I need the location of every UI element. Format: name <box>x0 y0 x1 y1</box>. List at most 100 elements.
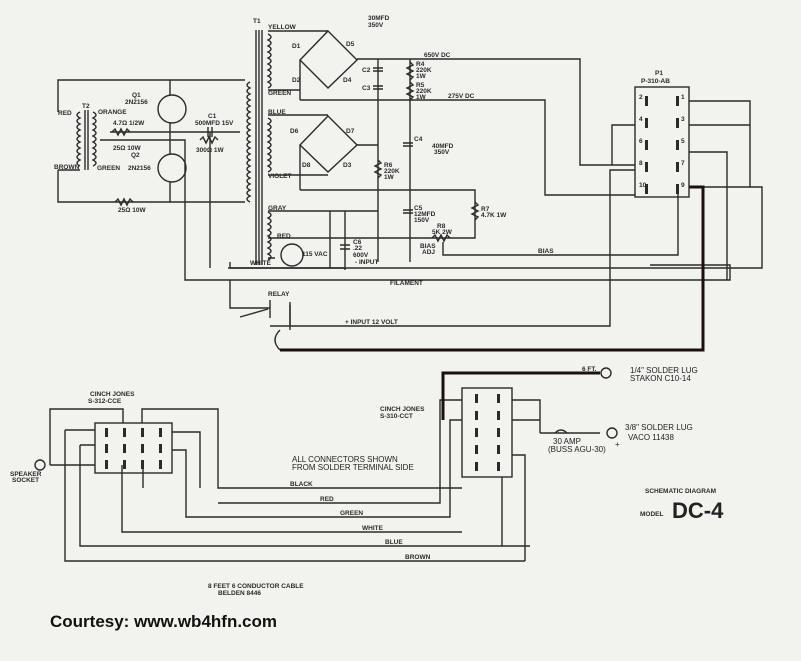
bridge-rectifiers: D1 D2 D4 D5 D6 D7 D8 D3 <box>268 30 359 190</box>
connector-pin <box>105 460 108 469</box>
d2-label: D2 <box>292 77 301 84</box>
speaker-socket-label: SOCKET <box>12 477 39 484</box>
lead-blue: BLUE <box>268 109 286 116</box>
r6-watts: 1W <box>384 174 395 181</box>
lug2-label: 3/8" SOLDER LUG <box>625 423 693 432</box>
connector-pin <box>497 411 500 420</box>
vac-label: 115 VAC <box>302 251 328 258</box>
r4-watts: 1W <box>416 73 427 80</box>
connector-pin <box>159 460 162 469</box>
right-conn-label: CINCH JONES <box>380 406 425 413</box>
r5-label: R5 <box>416 82 425 89</box>
d7-label: D7 <box>346 128 355 135</box>
p1-label: P1 <box>655 70 663 77</box>
q1-label: Q1 <box>132 92 141 99</box>
connector-s310 <box>461 387 513 478</box>
connector-pin <box>159 444 162 453</box>
d5-label: D5 <box>346 41 355 48</box>
c6-label: C6 <box>353 239 362 246</box>
model-label: MODEL <box>640 511 664 518</box>
connector-pin <box>497 462 500 471</box>
r3-value: 25Ω 10W <box>118 207 146 214</box>
d6-label: D6 <box>290 128 299 135</box>
wire-black: BLACK <box>290 481 313 488</box>
q2-label: Q2 <box>131 152 140 159</box>
p1-pin-number: 2 <box>639 94 643 101</box>
relay-label: RELAY <box>268 291 290 298</box>
r6-label: R6 <box>384 162 393 169</box>
r8-bias: BIAS <box>420 243 436 250</box>
connector-pin <box>141 460 144 469</box>
p1-pin-number: 10 <box>639 182 647 189</box>
c6-value: .22 <box>353 245 362 252</box>
left-conn-label: CINCH JONES <box>90 391 135 398</box>
plus-label: + <box>615 440 620 449</box>
v275-label: 275V DC <box>448 93 475 100</box>
c2-label: C2 <box>362 67 371 74</box>
p1-pin <box>676 162 679 172</box>
wire-blue: BLUE <box>385 539 403 546</box>
d4-label: D4 <box>343 77 352 84</box>
c6-input: - INPUT <box>355 259 379 266</box>
lead-white: WHITE <box>250 260 272 267</box>
connector-pin <box>475 428 478 437</box>
fuse-label: 30 AMP <box>553 437 581 446</box>
connector-pin <box>141 428 144 437</box>
r8-adj: ADJ <box>422 249 435 256</box>
t2-green: GREEN <box>97 165 120 172</box>
p1-pin-number: 3 <box>681 116 685 123</box>
lug1-type: STAKON C10-14 <box>630 374 691 383</box>
p1-pin-number: 9 <box>681 182 685 189</box>
schematic-title: SCHEMATIC DIAGRAM <box>645 488 716 495</box>
p1-pin <box>645 140 648 150</box>
p1-pin <box>645 118 648 128</box>
q1-type: 2N2156 <box>125 99 148 106</box>
six-ft-label: 6 FT. <box>582 366 597 373</box>
p1-pin <box>676 96 679 106</box>
c5-label: C5 <box>414 205 423 212</box>
left-conn-type: S-312-CCE <box>88 398 122 405</box>
lug1-label: 1/4" SOLDER LUG <box>630 366 698 375</box>
c5-value: 12MFD <box>414 211 436 218</box>
lug2-type: VACO 11438 <box>628 433 675 442</box>
connector-pin <box>475 462 478 471</box>
transformer-t1: T1 YELLOW GREEN BLUE VIOLET GRAY RED WHI… <box>246 18 297 267</box>
v650-label: 650V DC <box>424 52 451 59</box>
connector-pin <box>497 445 500 454</box>
r7-value: 4.7K 1W <box>481 212 507 219</box>
speaker-label: SPEAKER <box>10 471 42 478</box>
d3-label: D3 <box>343 162 352 169</box>
connector-pin <box>159 428 162 437</box>
wire-white: WHITE <box>362 525 384 532</box>
q2-type: 2N2156 <box>128 165 151 172</box>
p1-pin-number: 7 <box>681 160 685 167</box>
p1-pin-number: 8 <box>639 160 643 167</box>
connector-pin <box>475 445 478 454</box>
p1-type: P-310-AB <box>641 78 670 85</box>
lead-yellow: YELLOW <box>268 24 297 31</box>
ac-input: 115 VAC C6 .22 600V - INPUT <box>229 210 410 270</box>
c2-value: 30MFD <box>368 15 390 22</box>
d8-label: D8 <box>302 162 311 169</box>
connector-note-1: ALL CONNECTORS SHOWN <box>292 455 398 464</box>
connector-s312 <box>94 422 173 474</box>
p1-pin <box>676 184 679 194</box>
r7-label: R7 <box>481 206 490 213</box>
c4-value: 40MFD <box>432 143 454 150</box>
r4-label: R4 <box>416 61 425 68</box>
lead-gray: GRAY <box>268 205 287 212</box>
wire-brown: BROWN <box>405 554 431 561</box>
lead-violet: VIOLET <box>268 173 292 180</box>
lead-green: GREEN <box>268 90 291 97</box>
cable-assembly: CINCH JONES S-312-CCE CINCH JONES S-310-… <box>10 366 698 597</box>
connector-pin <box>475 394 478 403</box>
model-number: DC-4 <box>672 498 724 523</box>
connector-pin <box>497 394 500 403</box>
t2-brown: BROWN <box>54 164 80 171</box>
r-300-value: 300Ω 1W <box>196 147 224 154</box>
r1-value: 4.7Ω 1/2W <box>113 120 145 127</box>
r5-value: 220K <box>416 88 432 95</box>
connector-pin <box>123 460 126 469</box>
